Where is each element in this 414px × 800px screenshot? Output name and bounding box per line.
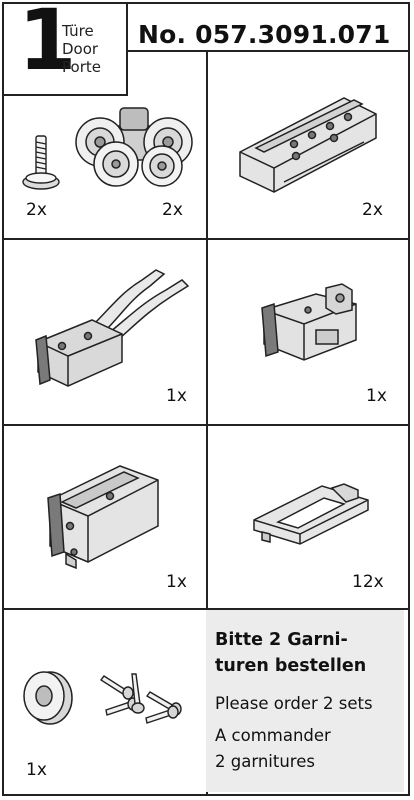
note-fr-line-2: 2 garnitures xyxy=(215,752,315,771)
note-de-line-2: turen bestellen xyxy=(215,656,367,676)
grid-line xyxy=(206,50,208,796)
note-fr-line-1: A commander xyxy=(215,726,331,745)
step-box: 1 Türe Door Porte xyxy=(4,0,128,96)
quantity-label: 2x xyxy=(362,200,383,220)
retaining-clip-icon xyxy=(35,269,190,387)
step-word-fr: Porte xyxy=(62,58,101,76)
step-words: Türe Door Porte xyxy=(62,22,101,76)
quantity-label: 1x xyxy=(166,572,187,592)
step-number: 1 xyxy=(18,0,77,89)
trolley-carriage-icon xyxy=(75,107,193,187)
end-stop-icon xyxy=(261,283,357,361)
guide-block-icon xyxy=(47,465,159,570)
buffer-washer-icon xyxy=(23,671,73,725)
note-de-line-1: Bitte 2 Garni- xyxy=(215,630,348,650)
grid-line xyxy=(126,50,410,52)
quantity-label: 12x xyxy=(352,572,384,592)
article-number: No. 057.3091.071 xyxy=(138,20,391,49)
connector-clip-icon xyxy=(253,483,369,545)
note-en: Please order 2 sets xyxy=(215,694,373,713)
quantity-label: 2x xyxy=(26,200,47,220)
ceiling-bracket-icon xyxy=(239,97,377,193)
quantity-label: 2x xyxy=(162,200,183,220)
screw-icon xyxy=(22,135,60,190)
step-word-en: Door xyxy=(62,40,99,58)
quantity-label: 1x xyxy=(166,386,187,406)
screw-set-icon xyxy=(99,673,182,724)
quantity-label: 1x xyxy=(26,760,47,780)
order-note-panel xyxy=(206,610,404,792)
step-word-de: Türe xyxy=(62,22,94,40)
quantity-label: 1x xyxy=(366,386,387,406)
